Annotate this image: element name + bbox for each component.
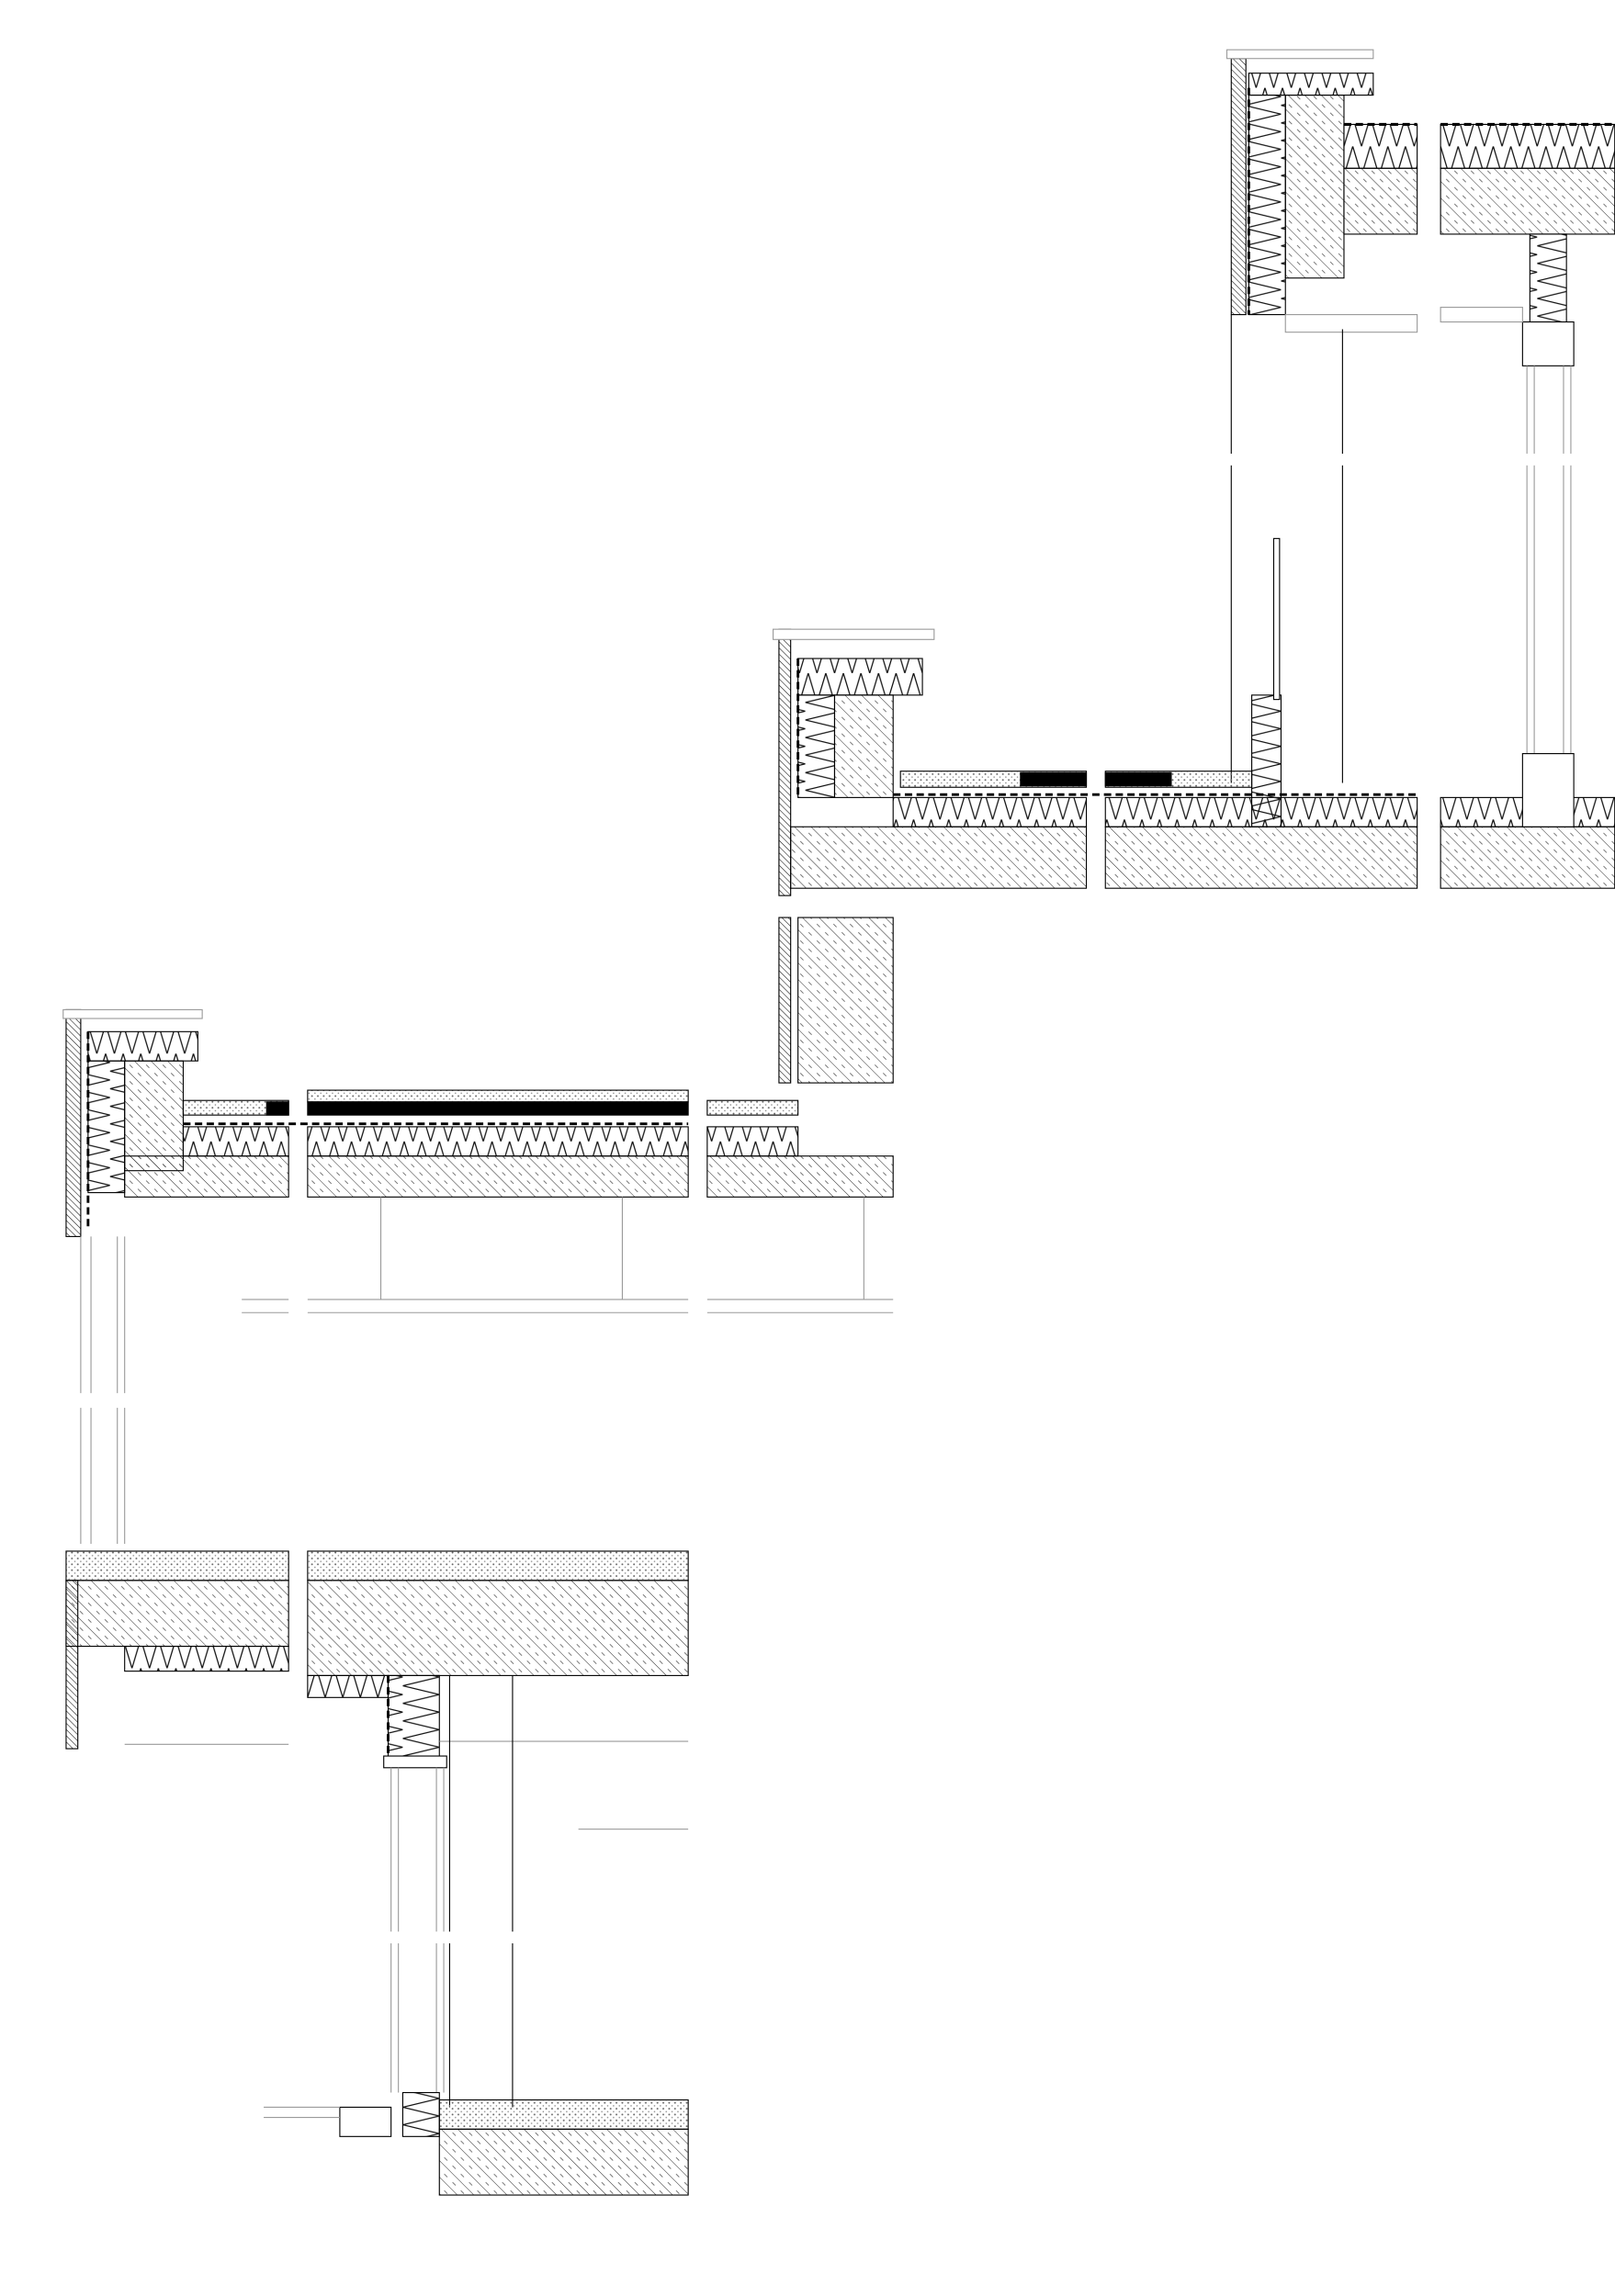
cladding [65, 1008, 82, 1237]
ceiling-insulation [307, 1674, 390, 1698]
floor-finish [65, 1550, 289, 1581]
ceiling-insulation [124, 1645, 289, 1672]
paving-black [307, 1101, 689, 1116]
cladding [1230, 58, 1247, 316]
coping [1225, 49, 1374, 60]
roof-slab [1343, 167, 1418, 235]
coping [62, 1008, 203, 1019]
floor-finish [307, 1550, 689, 1581]
roof-slab [1440, 826, 1615, 889]
threshold-insulation [401, 2091, 440, 2137]
roof-insulation [182, 1126, 289, 1157]
cladding [778, 628, 792, 896]
step [339, 2106, 392, 2137]
window-frame [1521, 321, 1575, 366]
column-insulation [1529, 233, 1567, 323]
gravel [307, 1089, 689, 1103]
parapet-insulation [1248, 73, 1374, 96]
paving-black [265, 1101, 289, 1116]
floor-slab [65, 1580, 289, 1648]
parapet-insulation [797, 658, 923, 696]
concrete-wall [833, 694, 894, 798]
threshold-frame [1521, 753, 1575, 827]
parapet-insulation [87, 1030, 198, 1062]
suspended-ceiling [1440, 307, 1523, 323]
ground-slab [438, 2128, 689, 2196]
railing-post [1272, 537, 1281, 701]
concrete-wall [124, 1060, 184, 1172]
roof-insulation [892, 796, 1088, 827]
gravel [706, 1099, 799, 1116]
floor-slab [307, 1580, 689, 1676]
concrete-wall [797, 917, 894, 1084]
roof-slab [307, 1155, 689, 1198]
roof-slab [706, 1155, 894, 1198]
wall-insulation [1248, 95, 1286, 316]
concrete-wall [1284, 95, 1345, 279]
paving-black [1104, 771, 1172, 787]
column-insulation [387, 1674, 440, 1757]
cladding [65, 1580, 79, 1750]
wall-insulation [87, 1060, 126, 1194]
roof-slab [790, 826, 1088, 889]
wall-insulation [797, 694, 836, 798]
roof-insulation [706, 1126, 799, 1157]
roof-slab [1440, 167, 1615, 235]
paving-black [1020, 771, 1088, 787]
roof-insulation [1440, 123, 1615, 169]
roof-slab [124, 1155, 289, 1198]
roof-slab [1104, 826, 1418, 889]
window-frame [383, 1755, 447, 1769]
roof-insulation [307, 1126, 689, 1157]
upstand-insulation [1251, 694, 1282, 827]
suspended-ceiling [1284, 314, 1418, 333]
cladding [778, 917, 792, 1084]
floor-finish [438, 2099, 689, 2130]
roof-insulation [1343, 123, 1418, 169]
coping [772, 628, 935, 640]
